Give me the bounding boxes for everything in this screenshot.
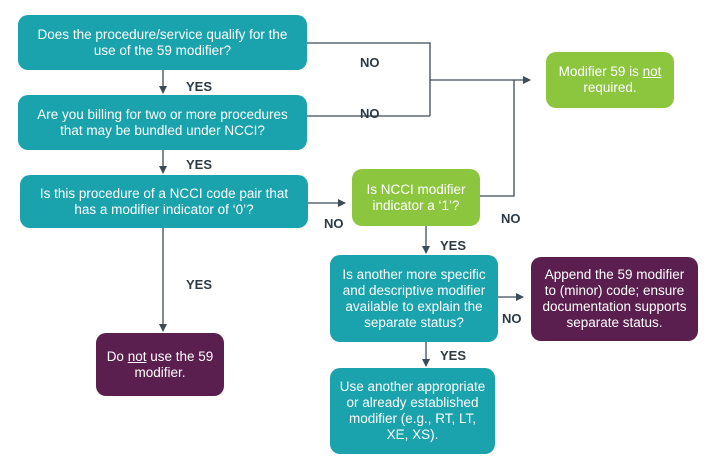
result-do-not-use: Do not use the 59 modifier. — [96, 333, 224, 396]
question-qualify-59-text: Does the procedure/service qualify for t… — [37, 26, 288, 58]
label-yes-q1: YES — [186, 79, 213, 94]
result-do-not-use-text: Do not use the 59 modifier. — [106, 348, 214, 380]
result-use-another: Use another appropriate or already estab… — [330, 368, 495, 454]
label-yes-q4: YES — [440, 238, 467, 253]
label-no-q5: NO — [502, 311, 522, 326]
edge-q1-no — [307, 42, 431, 116]
label-no-q3: NO — [324, 216, 344, 231]
emphasis-not: not — [642, 64, 662, 79]
label-yes-q2: YES — [186, 157, 213, 172]
emphasis-not: not — [127, 348, 147, 364]
question-another-modifier: Is another more specific and descriptive… — [330, 255, 498, 342]
result-not-required: Modifier 59 is not required. — [546, 52, 674, 108]
result-append-59-text: Append the 59 modifier to (minor) code; … — [542, 267, 687, 330]
result-not-required-text: Modifier 59 is not required. — [558, 64, 662, 95]
label-no-q2: NO — [360, 106, 380, 121]
question-indicator-0: Is this procedure of a NCCI code pair th… — [20, 175, 308, 228]
label-yes-q3: YES — [186, 277, 213, 292]
result-append-59: Append the 59 modifier to (minor) code; … — [531, 257, 698, 341]
question-indicator-1: Is NCCI modifier indicator a ‘1’? — [352, 169, 480, 226]
question-bundled-ncci-text: Are you billing for two or more procedur… — [37, 106, 288, 138]
label-no-q4: NO — [501, 211, 521, 226]
question-qualify-59: Does the procedure/service qualify for t… — [18, 15, 307, 70]
question-another-modifier-text: Is another more specific and descriptive… — [342, 266, 486, 330]
question-indicator-0-text: Is this procedure of a NCCI code pair th… — [39, 185, 289, 217]
question-bundled-ncci: Are you billing for two or more procedur… — [18, 95, 307, 150]
label-no-q1: NO — [360, 55, 380, 70]
label-yes-q5: YES — [440, 348, 467, 363]
question-indicator-1-text: Is NCCI modifier indicator a ‘1’? — [366, 181, 466, 213]
edge-q4-no — [480, 80, 515, 197]
result-use-another-text: Use another appropriate or already estab… — [339, 379, 486, 442]
